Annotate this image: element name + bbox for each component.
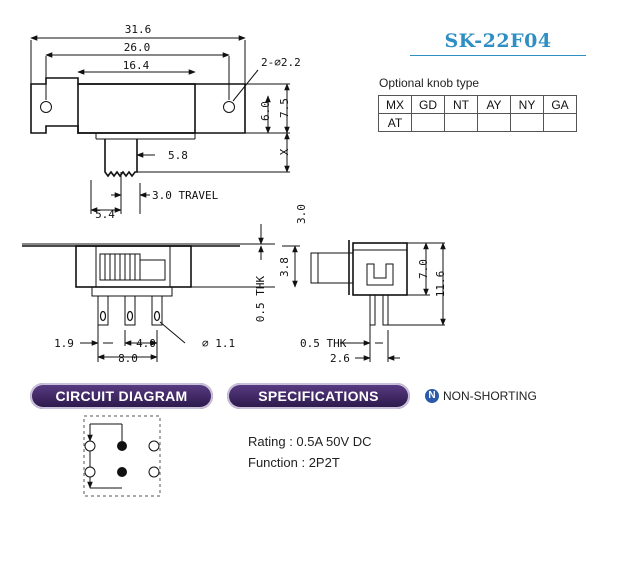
knob-type-label: Optional knob type	[379, 76, 480, 90]
circuit-box	[83, 415, 161, 497]
terminal-3	[84, 466, 96, 478]
terminal-4	[148, 466, 160, 478]
knob-cell	[411, 113, 445, 132]
common-terminal-1	[117, 441, 127, 451]
dim-front-thk: 0.5 THK	[254, 275, 267, 322]
knob-cell	[444, 113, 478, 132]
side-slot	[366, 263, 394, 286]
dim-hole-dia: 2-∅2.2	[261, 56, 301, 69]
knob-cell	[477, 113, 511, 132]
circuit-diagram-badge: CIRCUIT DIAGRAM	[30, 383, 213, 409]
terminal-1	[84, 440, 96, 452]
knob-type-table: MX GD NT AY NY GA AT	[378, 95, 577, 132]
dim-overall-width: 31.6	[125, 23, 152, 36]
model-title: SK-22F04	[444, 30, 552, 52]
dim-body-width: 16.4	[123, 59, 150, 72]
mounting-plate-outline	[30, 77, 246, 134]
dim-travel: 3.0 TRAVEL	[152, 189, 219, 202]
dim-x: X	[278, 148, 291, 155]
side-body	[352, 242, 408, 296]
dim-hole-span: 26.0	[124, 41, 151, 54]
front-view: 1.9 4.0 8.0 ∅ 1.1 0.5 THK 3.8 3.0	[22, 204, 308, 365]
dim-side-height-11-6: 11.6	[434, 271, 447, 298]
pin-hole-2	[126, 310, 134, 322]
front-body	[75, 245, 192, 288]
pin-hole-1	[99, 310, 107, 322]
dim-height-3-0: 3.0	[295, 204, 308, 224]
knob-cell: MX	[378, 95, 412, 114]
dim-height-3-8: 3.8	[278, 257, 291, 277]
dim-height-7-5: 7.5	[278, 98, 291, 118]
side-knob	[310, 252, 354, 284]
knob-row-1: MX GD NT AY NY GA	[378, 95, 577, 114]
knob-cell: NY	[510, 95, 544, 114]
dim-pin-hole: ∅ 1.1	[202, 337, 235, 350]
dim-side-thk: 0.5 THK	[300, 337, 347, 350]
knob-cell	[510, 113, 544, 132]
side-view: 7.0 11.6 0.5 THK 2.6	[300, 240, 447, 365]
dim-side-height-7: 7.0	[417, 259, 430, 279]
knob-cell: AT	[378, 113, 412, 132]
knob-cell	[543, 113, 577, 132]
rating-spec: Rating : 0.5A 50V DC	[248, 434, 372, 449]
common-terminal-2	[117, 467, 127, 477]
non-shorting-icon: N	[425, 389, 439, 403]
dim-offset: 5.4	[95, 208, 115, 221]
specifications-badge: SPECIFICATIONS	[227, 383, 410, 409]
mount-hole-left	[40, 101, 52, 113]
switch-body	[77, 83, 196, 134]
dim-height-6: 6.0	[259, 101, 272, 121]
non-shorting-label: NON-SHORTING	[443, 389, 537, 403]
title-underline	[410, 55, 586, 56]
mount-hole-right	[223, 101, 235, 113]
dim-pin-offset: 1.9	[54, 337, 74, 350]
knob-cell: AY	[477, 95, 511, 114]
pin-hole-3	[153, 310, 161, 322]
slide-knob	[104, 139, 138, 178]
knob-row-2: AT	[378, 113, 577, 132]
knob-cell: GA	[543, 95, 577, 114]
dim-knob-width: 5.8	[168, 149, 188, 162]
dim-pin-pitch: 4.0	[136, 337, 156, 350]
knob-cell: NT	[444, 95, 478, 114]
dim-pin-span: 8.0	[118, 352, 138, 365]
top-view: 31.6 26.0 16.4 2-∅2.2 6.0 7.5 X 5.8 3.0 …	[30, 23, 301, 221]
dim-side-width: 2.6	[330, 352, 350, 365]
terminal-2	[148, 440, 160, 452]
circuit-diagram	[83, 415, 161, 497]
knob-ribs	[104, 254, 136, 280]
function-spec: Function : 2P2T	[248, 455, 340, 470]
knob-cell: GD	[411, 95, 445, 114]
